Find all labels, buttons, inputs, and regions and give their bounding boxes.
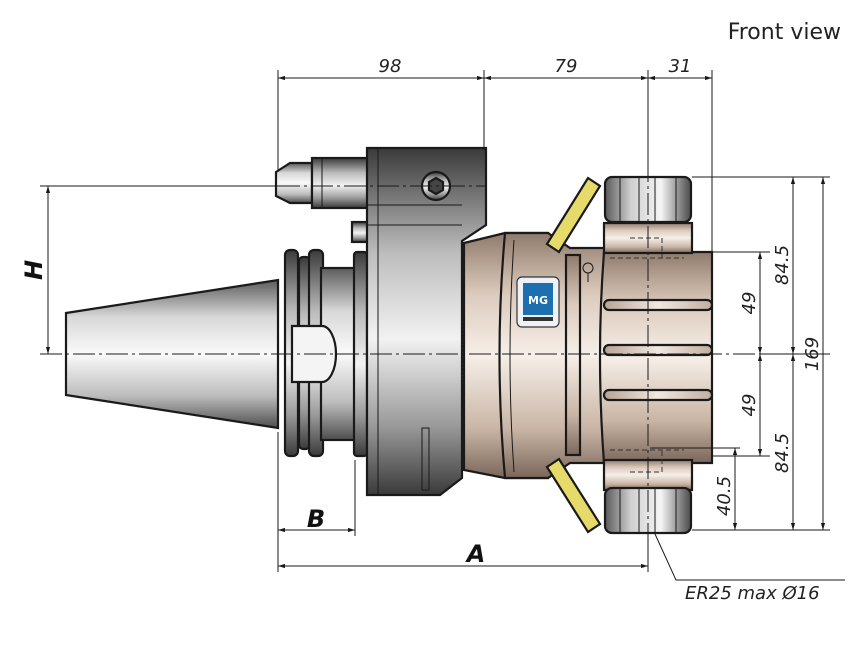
spindle-head <box>598 221 714 492</box>
dim-31: 31 <box>669 56 692 77</box>
dim-169: 169 <box>802 337 823 371</box>
label-b: B <box>307 505 325 533</box>
dim-98: 98 <box>379 56 402 77</box>
coolant-tubes <box>545 176 602 534</box>
view-title: Front view <box>727 20 841 45</box>
dim-79: 79 <box>555 56 578 77</box>
dim-49-bottom: 49 <box>739 394 760 417</box>
label-h: H <box>20 260 48 280</box>
logo-plate: MG <box>516 276 560 328</box>
dimension-lines <box>40 70 845 581</box>
collet-callout: ER25 max Ø16 <box>685 583 820 604</box>
dim-84-5-bottom: 84.5 <box>772 433 793 473</box>
dim-40-5: 40.5 <box>714 476 735 516</box>
clamp-body <box>365 146 488 497</box>
bronze-housing <box>462 231 618 480</box>
dim-84-5-top: 84.5 <box>772 245 793 285</box>
svg-text:MG: MG <box>528 294 548 307</box>
hidden-edges <box>610 237 684 473</box>
flange-grooves <box>283 248 369 458</box>
label-a: A <box>465 540 486 568</box>
dim-49-top: 49 <box>739 292 760 315</box>
pull-stud-pin <box>274 156 372 244</box>
